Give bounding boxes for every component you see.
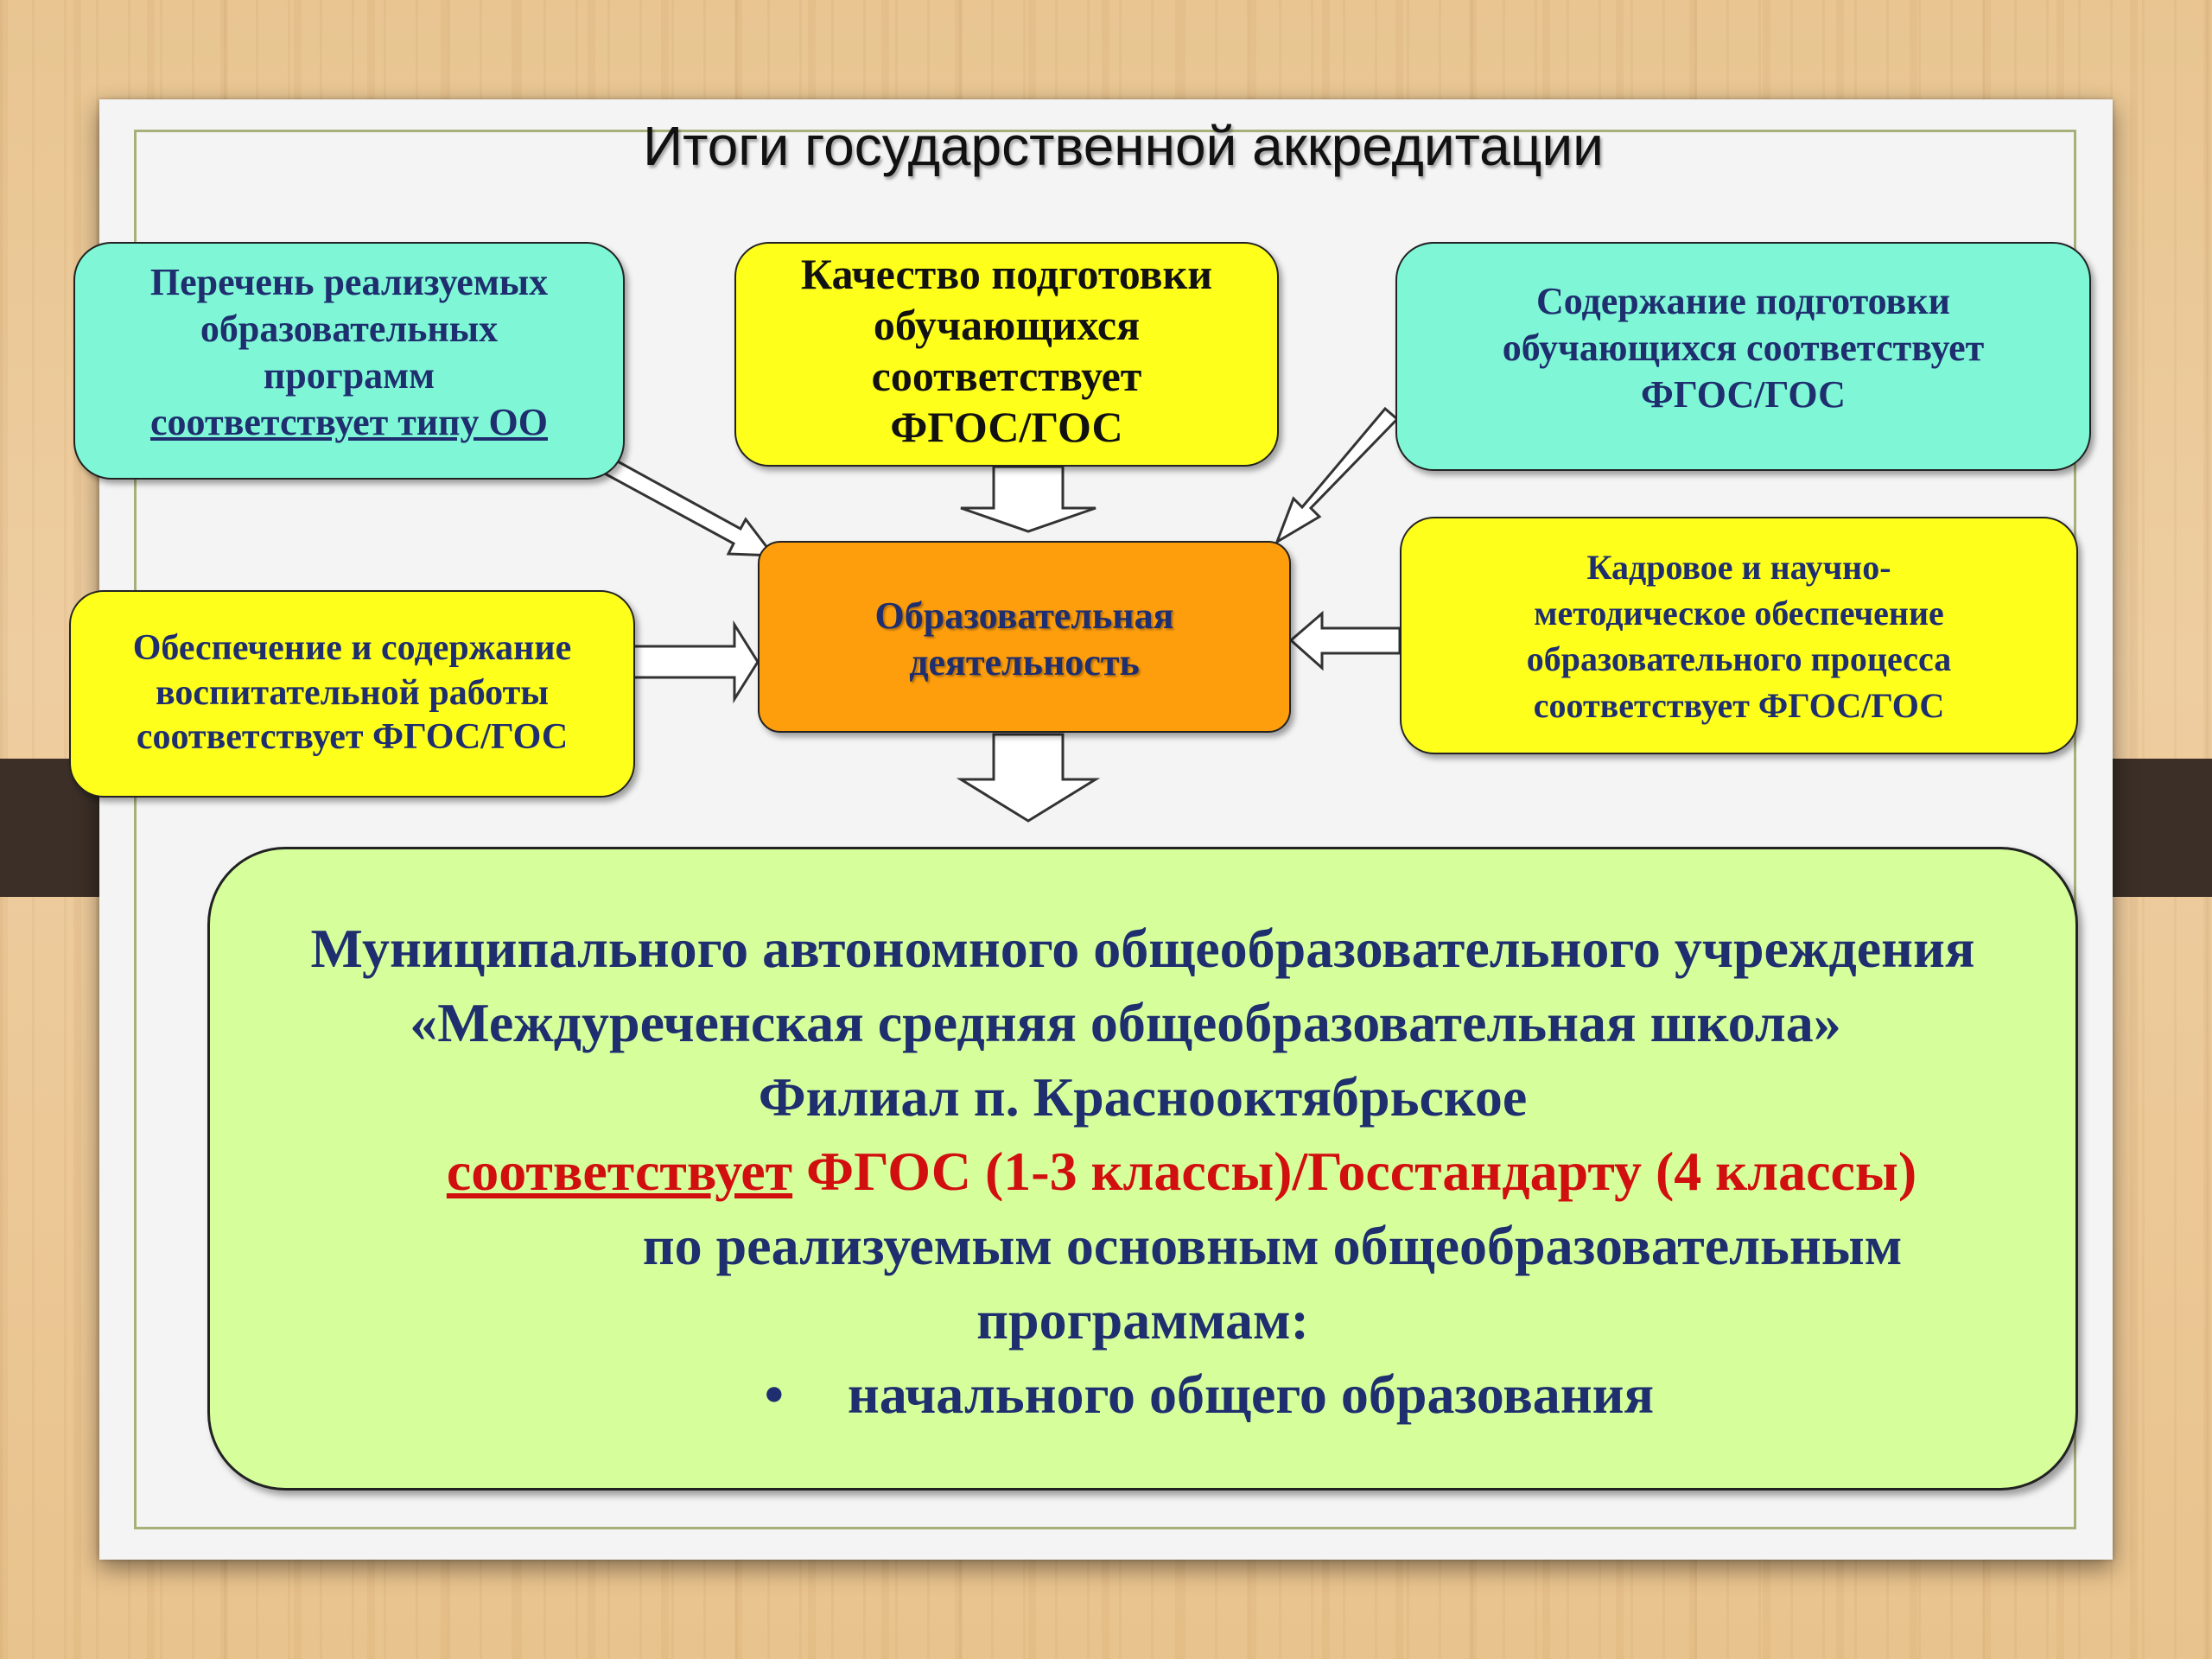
arrow-from-upbringing	[627, 620, 760, 704]
result-box: Муниципального автономного общеобразоват…	[207, 847, 2078, 1491]
educational-activity-box: Образовательная деятельность	[758, 541, 1291, 733]
arrow-from-content	[1274, 406, 1400, 545]
result-item-1: начального общего образования	[847, 1363, 1655, 1425]
upbringing-line-1: Обеспечение и содержание	[132, 628, 572, 668]
slide-inner-frame	[134, 130, 2076, 1529]
quality-line-1: Качество подготовки	[800, 250, 1213, 298]
programs-box: Перечень реализуемых образовательных про…	[73, 242, 625, 480]
arrow-from-quality	[960, 465, 1096, 533]
programs-line-2: образовательных	[200, 308, 499, 351]
programs-line-3: программ	[263, 354, 435, 397]
staff-box: Кадровое и научно- методическое обеспече…	[1400, 517, 2078, 754]
staff-line-3: образовательного процесса	[1526, 639, 1952, 679]
bullet-icon: •	[764, 1363, 785, 1425]
result-line-1: Муниципального автономного общеобразоват…	[310, 918, 1975, 979]
content-box: Содержание подготовки обучающихся соотве…	[1395, 242, 2091, 471]
staff-line-2: методическое обеспечение	[1534, 594, 1944, 633]
result-line-3: Филиал п. Краснооктябрьское	[758, 1066, 1528, 1128]
upbringing-box: Обеспечение и содержание воспитательной …	[69, 590, 635, 798]
result-conforms-word: соответствует	[446, 1141, 793, 1202]
programs-line-1: Перечень реализуемых	[149, 261, 549, 303]
quality-line-4: ФГОС/ГОС	[890, 403, 1123, 451]
result-line-5: по реализуемым основным общеобразователь…	[642, 1215, 1903, 1276]
staff-line-4: соответствует ФГОС/ГОС	[1533, 685, 1945, 725]
result-line-4: соответствует ФГОС (1-3 классы)/Госстанд…	[288, 1135, 2075, 1209]
content-line-3: ФГОС/ГОС	[1641, 373, 1846, 416]
center-line-2: деятельность	[909, 641, 1140, 684]
result-list-item: • начального общего образования	[279, 1357, 2075, 1432]
upbringing-line-2: воспитательной работы	[155, 672, 550, 713]
content-line-1: Содержание подготовки	[1536, 280, 1950, 322]
quality-line-3: соответствует	[871, 352, 1142, 400]
arrow-from-staff	[1288, 610, 1402, 671]
quality-box: Качество подготовки обучающихся соответс…	[734, 242, 1279, 467]
quality-line-2: обучающихся	[873, 301, 1141, 349]
programs-line-4: соответствует типу ОО	[150, 401, 548, 444]
slide-title: Итоги государственной аккредитации	[643, 115, 1604, 177]
arrow-from-programs	[590, 448, 777, 557]
center-line-1: Образовательная	[874, 594, 1174, 637]
result-standards: ФГОС (1-3 классы)/Госстандарту (4 классы…	[792, 1141, 1917, 1202]
content-line-2: обучающихся соответствует	[1502, 327, 1985, 370]
staff-line-1: Кадровое и научно-	[1586, 548, 1891, 587]
upbringing-line-3: соответствует ФГОС/ГОС	[136, 717, 569, 758]
result-line-6: программам:	[976, 1289, 1309, 1351]
result-line-2: «Междуреченская средняя общеобразователь…	[410, 992, 1841, 1053]
arrow-to-result	[956, 733, 1101, 823]
